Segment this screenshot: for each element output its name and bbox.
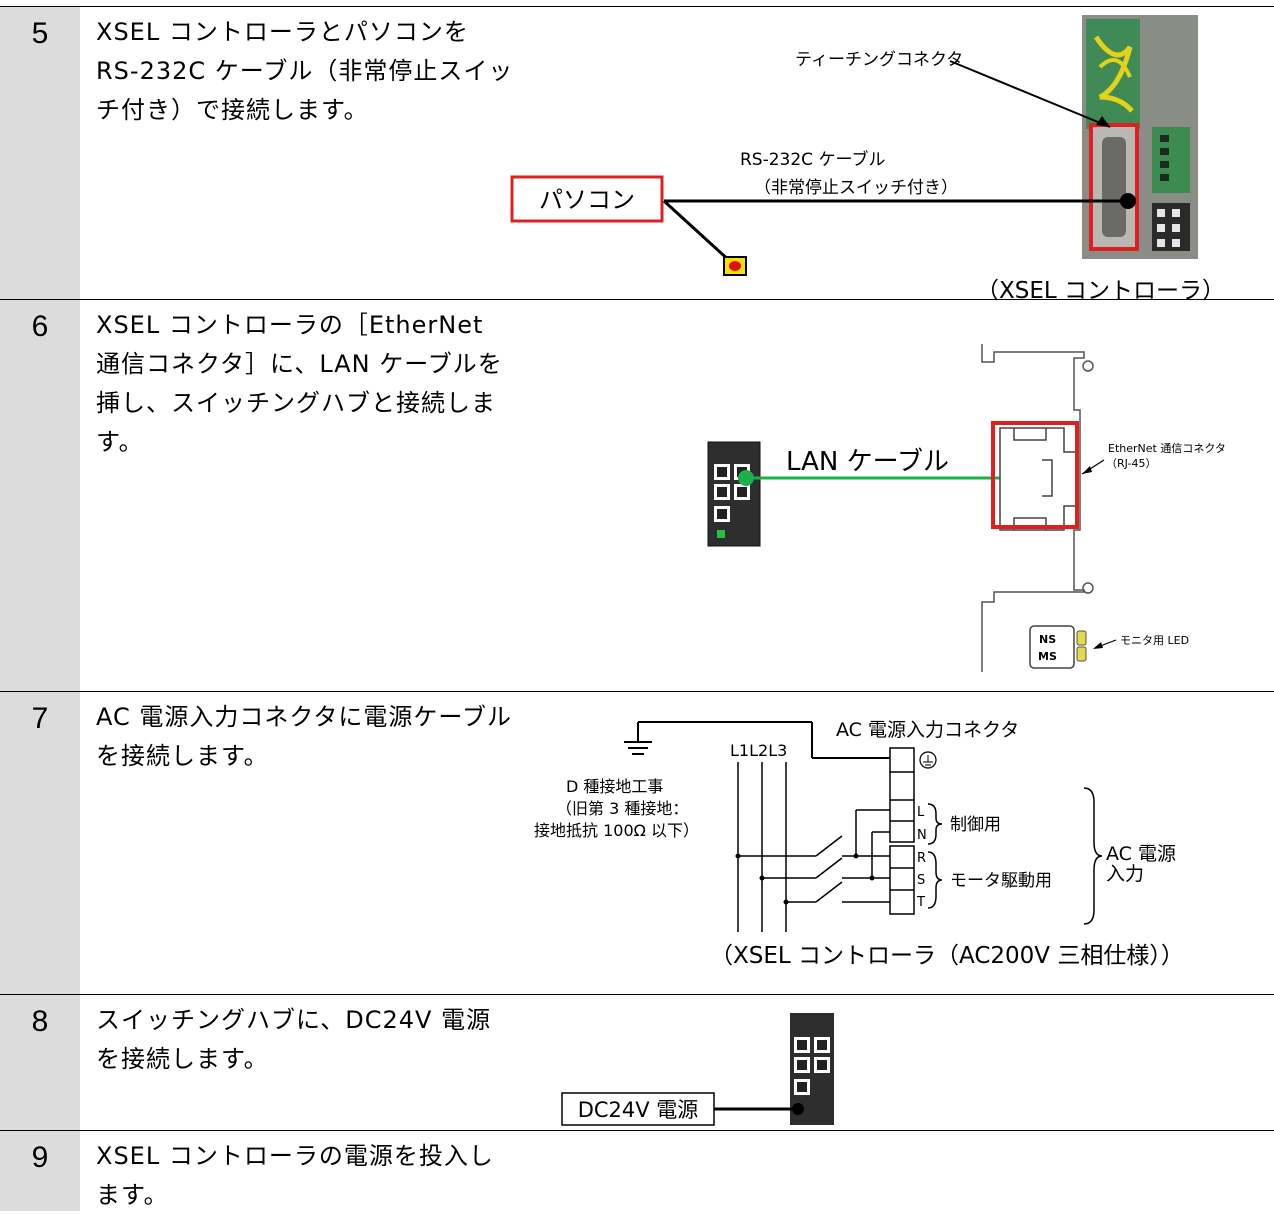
switching-hub (707, 441, 761, 547)
ethernet-connector-label-line2: （RJ-45） (1106, 457, 1156, 470)
step-text: AC 電源入力コネクタに電源ケーブルを接続します。 (96, 703, 512, 770)
terminal-block (889, 747, 915, 915)
controller-outline (981, 344, 1094, 672)
step-number: 8 (31, 1005, 49, 1038)
terminal-t: T (916, 895, 925, 910)
rj45-port-highlight (991, 421, 1079, 529)
motor-label: モータ駆動用 (950, 871, 1052, 891)
terminal-n: N (917, 828, 927, 843)
terminal-r: R (917, 851, 926, 866)
cable-label-line2: （非常停止スイッチ付き） (754, 178, 958, 198)
step-number-cell: 9 (0, 1131, 80, 1211)
ns-label: NS (1039, 633, 1056, 646)
motor-brace (927, 851, 943, 909)
ac-input-brace (1083, 787, 1103, 925)
controller-photo (1082, 15, 1198, 259)
lan-connection-diagram: LAN ケーブル EtherNet 通信コネクタ （RJ-45） NS MS モ… (707, 344, 1226, 672)
ac-input-label-line2: 入力 (1106, 863, 1144, 885)
rs232c-connection-diagram: ティーチングコネクタ RS-232C ケーブル （非常停止スイッチ付き） パソコ… (510, 15, 1198, 276)
ac-input-label-line1: AC 電源 (1106, 843, 1176, 865)
ms-label: MS (1038, 650, 1057, 663)
step-number-cell: 8 (0, 995, 80, 1130)
monitor-led-label: モニタ用 LED (1120, 634, 1189, 647)
step-number-cell: 7 (0, 692, 80, 994)
dc-power-diagram: DC24V 電源 (561, 1013, 834, 1126)
ac-connector-title: AC 電源入力コネクタ (836, 719, 1019, 741)
cable-label-line1: RS-232C ケーブル (740, 149, 885, 170)
step-number: 6 (31, 310, 49, 343)
controller-ac-caption: （XSEL コントローラ（AC200V 三相仕様）） (710, 943, 1184, 969)
control-label: 制御用 (950, 815, 1001, 835)
ground-symbol (624, 721, 890, 759)
step-number: 7 (31, 702, 49, 735)
rj45-port (999, 427, 1077, 531)
ms-led (1076, 646, 1087, 662)
terminal-l: L (917, 805, 925, 820)
pc-box (510, 175, 664, 223)
ns-led (1076, 630, 1087, 646)
ethernet-connector-label-line1: EtherNet 通信コネクタ (1108, 442, 1226, 455)
step-row-7: 7 AC 電源入力コネクタに電源ケーブルを接続します。 AC 電源入力コネクタ … (0, 691, 1274, 994)
ground-note-line3: 接地抵抗 100Ω 以下） (534, 821, 699, 840)
rs232c-port-highlight (1089, 123, 1139, 251)
phase-labels: L1L2L3 (730, 741, 787, 760)
step-number: 5 (31, 17, 49, 50)
dc24v-box (561, 1092, 715, 1126)
teaching-connector-label: ティーチングコネクタ (795, 50, 963, 70)
step-number-cell: 6 (0, 300, 80, 691)
lan-cable-label: LAN ケーブル (786, 447, 949, 477)
step-text: XSEL コントローラとパソコンを RS-232C ケーブル（非常停止スイッチ付… (96, 18, 514, 124)
dc24v-label: DC24V 電源 (578, 1098, 699, 1122)
step-row-5: 5 XSEL コントローラとパソコンを RS-232C ケーブル（非常停止スイッ… (0, 6, 1274, 304)
step-row-9: 9 XSEL コントローラの電源を投入します。 (0, 1130, 1274, 1211)
step-text: XSEL コントローラの電源を投入します。 (96, 1142, 494, 1209)
ground-note-line1: D 種接地工事 (566, 777, 663, 796)
switching-hub (790, 1013, 834, 1125)
pc-label: パソコン (539, 186, 635, 214)
step-number-cell: 5 (0, 7, 80, 299)
step-row-8: 8 スイッチングハブに、DC24V 電源を接続します。 DC24V 電源 (0, 994, 1274, 1130)
ac-power-wiring-diagram: AC 電源入力コネクタ D 種接地工事 （旧第 3 種接地： 接地抵抗 100Ω… (534, 719, 1176, 932)
terminal-s: S (917, 873, 925, 888)
step-text: XSEL コントローラの［EtherNet 通信コネクタ］に、LAN ケーブルを… (96, 311, 503, 456)
ns-ms-panel (1029, 625, 1075, 669)
step-number: 9 (31, 1141, 49, 1174)
step-row-6: 6 XSEL コントローラの［EtherNet 通信コネクタ］に、LAN ケーブ… (0, 299, 1274, 691)
step-text: スイッチングハブに、DC24V 電源を接続します。 (96, 1006, 492, 1073)
control-brace (927, 803, 943, 845)
ground-note-line2: （旧第 3 種接地： (556, 799, 688, 818)
